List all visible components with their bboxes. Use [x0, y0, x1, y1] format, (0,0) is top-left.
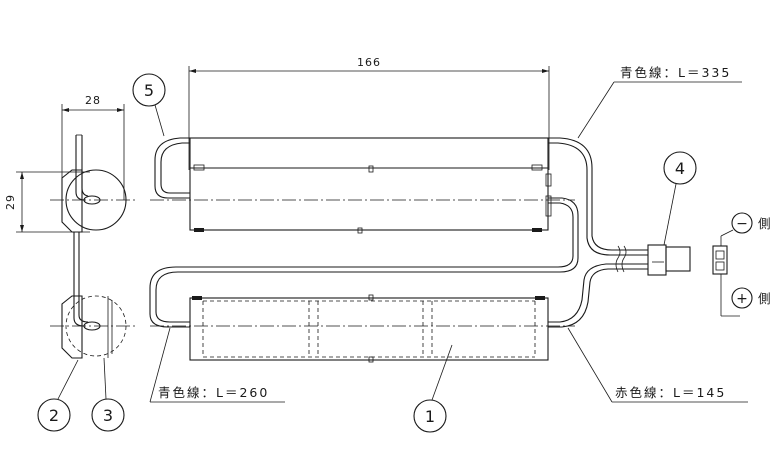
dimension-166: 166	[188, 56, 550, 170]
lower-battery	[150, 294, 575, 363]
callout-1-text: 1	[425, 407, 435, 426]
callout-5: 5	[132, 73, 166, 137]
callout-3: 3	[91, 357, 125, 432]
callout-2: 2	[37, 359, 79, 432]
plus-symbol: +	[736, 291, 748, 307]
red-145-text: 赤色線：L＝145	[615, 385, 726, 400]
callout-5-text: 5	[144, 81, 154, 100]
upper-battery	[150, 137, 575, 234]
dimension-28-label: 28	[85, 94, 101, 107]
minus-side-label: 側	[758, 216, 773, 231]
mating-connector	[712, 236, 740, 317]
blue-335-text: 青色線：L＝335	[620, 65, 731, 80]
connector	[647, 244, 691, 276]
label-red-145: 赤色線：L＝145	[567, 327, 748, 403]
side-view: 28 29	[4, 94, 138, 359]
callout-2-text: 2	[49, 406, 59, 425]
label-blue-335: 青色線：L＝335	[577, 65, 742, 139]
dimension-29-label: 29	[4, 194, 17, 210]
plus-side: + 側	[731, 287, 773, 309]
minus-symbol: −	[736, 216, 748, 232]
callout-4: 4	[663, 151, 697, 246]
callout-4-text: 4	[675, 159, 685, 178]
label-blue-260: 青色線：L＝260	[149, 327, 285, 403]
minus-side: − 側	[720, 212, 773, 237]
callout-3-text: 3	[103, 406, 113, 425]
blue-260-text: 青色線：L＝260	[158, 385, 269, 400]
callout-1: 1	[413, 344, 453, 433]
plus-side-label: 側	[758, 291, 773, 306]
dimension-166-label: 166	[357, 56, 381, 69]
wires	[149, 137, 648, 328]
